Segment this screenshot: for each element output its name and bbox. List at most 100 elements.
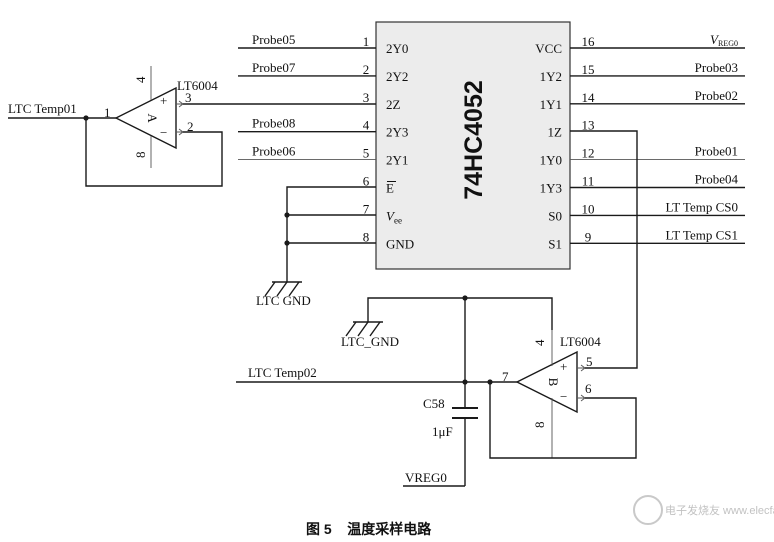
ic-net-label: Probe07 [252, 60, 296, 75]
opamp-a-pin-minus: 2 [187, 119, 194, 134]
cap-value: 1μF [432, 424, 453, 439]
net-ltc-temp02: LTC Temp02 [248, 365, 317, 380]
junction-gnd-7 [284, 212, 290, 218]
ic-pin-name: VCC [535, 41, 562, 56]
opamp-b-plus-sign: + [560, 359, 567, 374]
ground-symbol-1 [264, 281, 302, 297]
opamp-a-triangle [114, 86, 177, 150]
ic-net-label: Probe05 [252, 32, 295, 47]
ic-right-pin-14: 14 1Y1 Probe02 [540, 88, 745, 112]
ic-pin-name: 1Y3 [540, 181, 562, 196]
ic-part-label: 74HC4052 [460, 80, 488, 200]
opamp-b-symbol: B [546, 378, 561, 387]
ic-net-label: LT Temp CS0 [665, 199, 738, 214]
wire-a-feedback [85, 118, 223, 187]
ic-left-pin-2: 2 2Y2 Probe07 [238, 60, 408, 84]
ic-pin-number: 2 [363, 62, 370, 77]
opamp-b-pin-out: 7 [502, 369, 509, 384]
ic-pin-name: 2Z [386, 97, 401, 112]
ic-left-pin-8: 8 GND [363, 229, 414, 251]
opamp-b-triangle [515, 350, 578, 414]
ic-left-pins: 1 2Y0 Probe05 2 2Y2 Probe07 3 2Z 4 2Y3 Probe08 5 2Y1… [238, 32, 414, 251]
ic-pin-number: 7 [363, 201, 370, 216]
ic-pin-name: GND [386, 236, 414, 251]
ic-74hc4052-body [375, 21, 571, 270]
ic-net-label: LT Temp CS1 [665, 227, 738, 242]
ic-pin-number: 11 [582, 174, 595, 189]
ic-pin-name: 2Y3 [386, 125, 408, 140]
junction-b-out [487, 379, 493, 385]
opamp-a: A + − LT6004 4 8 3 2 1 [104, 66, 218, 168]
ic-pin-name: S0 [548, 208, 562, 223]
opamp-a-plus-sign: + [160, 93, 167, 108]
cap-ref: C58 [423, 396, 445, 411]
ic-left-pin-1: 1 2Y0 Probe05 [238, 32, 408, 56]
ic-pin-number: 5 [363, 146, 370, 161]
ic-pin-number: 15 [582, 62, 595, 77]
net-ltc-temp01: LTC Temp01 [8, 101, 77, 116]
ic-pin-number: 3 [363, 90, 370, 105]
ltc-gnd-label-2: LTC_GND [341, 334, 399, 349]
ic-pin-number: 4 [363, 118, 370, 133]
ic-net-label: Probe02 [695, 88, 738, 103]
ic-left-pin-4: 4 2Y3 Probe08 [238, 116, 408, 140]
opamp-a-pin-vminus: 8 [133, 152, 148, 159]
opamp-b-minus-sign: − [560, 389, 567, 404]
ic-net-label: VREG0 [710, 32, 738, 48]
ic-pin-number: 13 [582, 118, 595, 133]
ic-pin-number: 8 [363, 229, 370, 244]
ic-pin-name: 1Y1 [540, 97, 562, 112]
ic-pin-name: 2Y1 [386, 153, 408, 168]
ic-right-pin-10: 10 S0 LT Temp CS0 [548, 199, 745, 223]
ic-left-pin-3: 3 2Z [363, 90, 401, 112]
opamp-a-part: LT6004 [177, 78, 218, 93]
opamp-b: B + − LT6004 4 8 5 6 7 [502, 330, 601, 458]
ic-left-pin-7: 7 Vee [363, 201, 402, 225]
ic-right-pin-16: 16 VCC VREG0 [535, 32, 745, 56]
ic-right-pin-9: 9 S1 LT Temp CS1 [548, 227, 745, 251]
ic-pin-number: 16 [582, 34, 596, 49]
ic-pin-number: 1 [363, 34, 370, 49]
ic-pin-name: 2Y0 [386, 41, 408, 56]
ic-pin-name: 2Y2 [386, 69, 408, 84]
ic-pin-name: S1 [548, 236, 562, 251]
opamp-b-pin-vminus: 8 [532, 422, 547, 429]
ic-pin-number: 10 [582, 201, 595, 216]
ic-net-label: Probe01 [695, 144, 738, 159]
ic-pin-name: Vee [386, 208, 402, 225]
watermark: 电子发烧友 www.elecfans.com [633, 495, 774, 525]
ground-symbol-2 [345, 321, 383, 337]
net-vreg0: VREG0 [405, 470, 447, 485]
ic-net-label: Probe06 [252, 144, 296, 159]
opamp-a-pin-plus: 3 [185, 90, 192, 105]
ic-right-pin-11: 11 1Y3 Probe04 [540, 172, 745, 196]
ic-net-label: Probe08 [252, 116, 295, 131]
ic-net-label: Probe04 [695, 172, 739, 187]
figure-caption: 图 5 温度采样电路 [306, 521, 432, 537]
watermark-text: 电子发烧友 www.elecfans.com [665, 503, 774, 517]
opamp-b-pin-plus: 5 [586, 354, 593, 369]
wire-1z-to-b-plus [570, 130, 638, 369]
wire-gnd-bus [286, 186, 376, 282]
watermark-logo-icon [633, 495, 663, 525]
opamp-a-minus-sign: − [160, 125, 167, 140]
opamp-a-pin-out: 1 [104, 105, 111, 120]
junction-gnd-8 [284, 240, 290, 246]
ic-net-label: Probe03 [695, 60, 738, 75]
ic-pin-number: 6 [363, 174, 370, 189]
opamp-a-symbol: A [145, 113, 160, 123]
opamp-b-pin-vplus: 4 [532, 339, 547, 346]
ic-pin-name: E [386, 181, 394, 196]
ic-pin-number: 14 [582, 90, 596, 105]
wire-b-feedback [489, 382, 637, 459]
opamp-a-pin-vplus: 4 [133, 76, 148, 83]
ic-pin-number: 9 [585, 229, 592, 244]
ic-left-pin-5: 5 2Y1 Probe06 [238, 144, 408, 168]
wire-b-supply [367, 297, 553, 330]
